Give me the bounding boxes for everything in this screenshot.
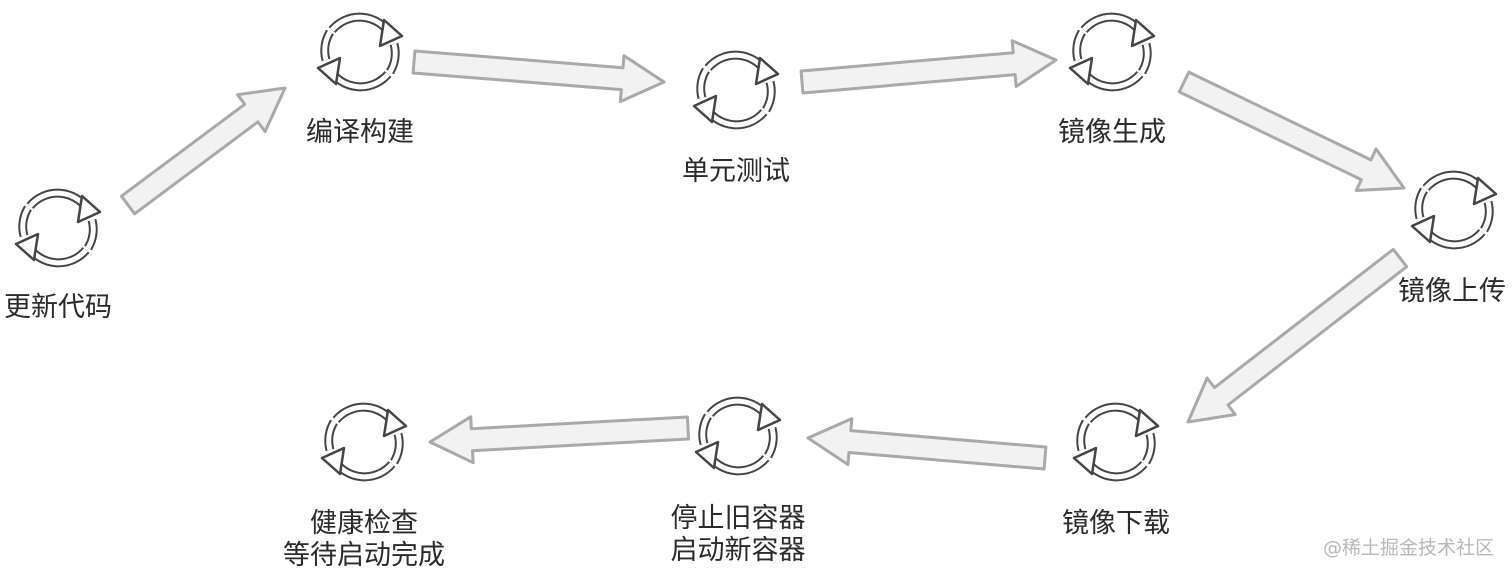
node-image-download: 镜像下载 bbox=[1062, 400, 1170, 539]
flow-arrows bbox=[119, 39, 1409, 471]
node-label: 更新代码 bbox=[4, 292, 112, 323]
watermark: @稀土掘金技术社区 bbox=[1323, 537, 1494, 559]
refresh-cycle-icon bbox=[694, 48, 778, 132]
flow-arrow-7 bbox=[428, 415, 691, 465]
flow-arrow-2 bbox=[411, 49, 666, 104]
node-image-build: 镜像生成 bbox=[1058, 10, 1166, 148]
flow-arrow-1 bbox=[119, 86, 287, 216]
node-label: 停止旧容器 bbox=[671, 503, 806, 534]
node-swap-containers: 停止旧容器 启动新容器 bbox=[671, 394, 806, 566]
node-label: 等待启动完成 bbox=[283, 540, 445, 571]
flow-arrow-6 bbox=[806, 417, 1048, 471]
refresh-cycle-icon bbox=[1412, 168, 1496, 252]
flow-arrow-4 bbox=[1177, 70, 1406, 192]
node-image-upload: 镜像上传 bbox=[1398, 168, 1506, 307]
node-label: 编译构建 bbox=[306, 117, 414, 148]
node-label: 单元测试 bbox=[682, 156, 790, 187]
node-compile-build: 编译构建 bbox=[306, 10, 414, 148]
node-label: 镜像下载 bbox=[1062, 508, 1170, 539]
refresh-cycle-icon bbox=[16, 186, 100, 270]
node-unit-test: 单元测试 bbox=[682, 48, 790, 187]
flow-arrow-5 bbox=[1186, 247, 1409, 424]
refresh-cycle-icon bbox=[1074, 400, 1158, 484]
node-label: 镜像上传 bbox=[1398, 276, 1506, 307]
flow-arrow-3 bbox=[799, 39, 1058, 95]
node-update-code: 更新代码 bbox=[4, 186, 112, 323]
node-label: 启动新容器 bbox=[671, 535, 806, 566]
refresh-cycle-icon bbox=[322, 400, 406, 484]
node-label: 镜像生成 bbox=[1058, 117, 1166, 148]
node-health-check: 健康检查 等待启动完成 bbox=[283, 400, 445, 571]
refresh-cycle-icon bbox=[1070, 10, 1154, 94]
refresh-cycle-icon bbox=[696, 394, 780, 478]
refresh-cycle-icon bbox=[318, 10, 402, 94]
node-label: 健康检查 bbox=[310, 508, 418, 539]
